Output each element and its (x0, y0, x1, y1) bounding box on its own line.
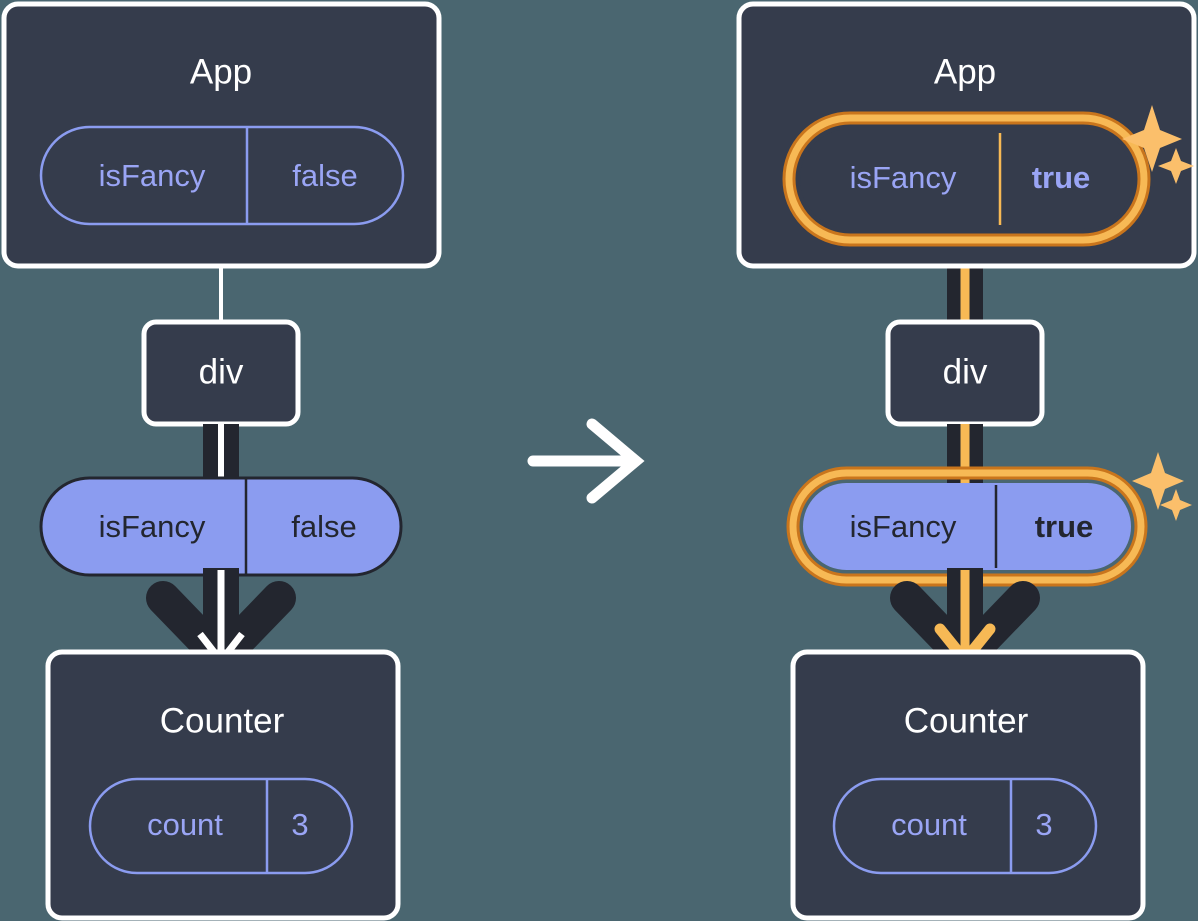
counter-node-box (790, 649, 1146, 921)
right-arrow-icon (527, 418, 645, 504)
counter-node-title: Counter (160, 701, 285, 740)
counter-state-pill: count 3 (88, 777, 354, 875)
app-node-box (1, 1, 442, 269)
props-pill: isFancy false (39, 476, 403, 577)
app-state-pill-shape (800, 129, 1133, 229)
props-pill-shape (803, 483, 1131, 570)
props-pill: isFancy true (786, 466, 1148, 587)
app-state-pill-shape (39, 125, 405, 226)
counter-state-pill-shape (88, 777, 354, 875)
app-state-pill: isFancy true (782, 111, 1151, 247)
sparkles-icon-props (1132, 452, 1192, 521)
app-state-pill-name: isFancy (850, 160, 957, 195)
props-pill-value: false (291, 509, 356, 544)
props-pill-value: true (1035, 509, 1094, 544)
counter-state-pill-value: 3 (291, 807, 308, 842)
app-node-title: App (934, 52, 996, 91)
app-state-pill-value: false (292, 158, 357, 193)
counter-state-pill: count 3 (832, 777, 1098, 875)
sparkles-icon-app (1122, 105, 1194, 184)
app-state-pill-highlight-inner (785, 114, 1148, 244)
props-pill-name: isFancy (99, 509, 206, 544)
after-state-panel: App isFancy true div (736, 1, 1197, 921)
counter-state-pill-shape (832, 777, 1098, 875)
before-state-panel: App isFancy false div isFan (1, 1, 442, 921)
connector-div-to-props (203, 424, 239, 484)
props-pill-name: isFancy (850, 509, 957, 544)
app-state-pill-value: true (1032, 160, 1091, 195)
app-state-pill-name: isFancy (99, 158, 206, 193)
div-node-title: div (199, 352, 244, 391)
counter-node-box (45, 649, 401, 921)
app-node-title: App (190, 52, 252, 91)
app-state-pill: isFancy false (39, 125, 405, 226)
counter-state-pill-name: count (147, 807, 223, 842)
counter-state-pill-name: count (891, 807, 967, 842)
div-node-title: div (943, 352, 988, 391)
counter-node-title: Counter (904, 701, 1029, 740)
counter-state-pill-value: 3 (1035, 807, 1052, 842)
